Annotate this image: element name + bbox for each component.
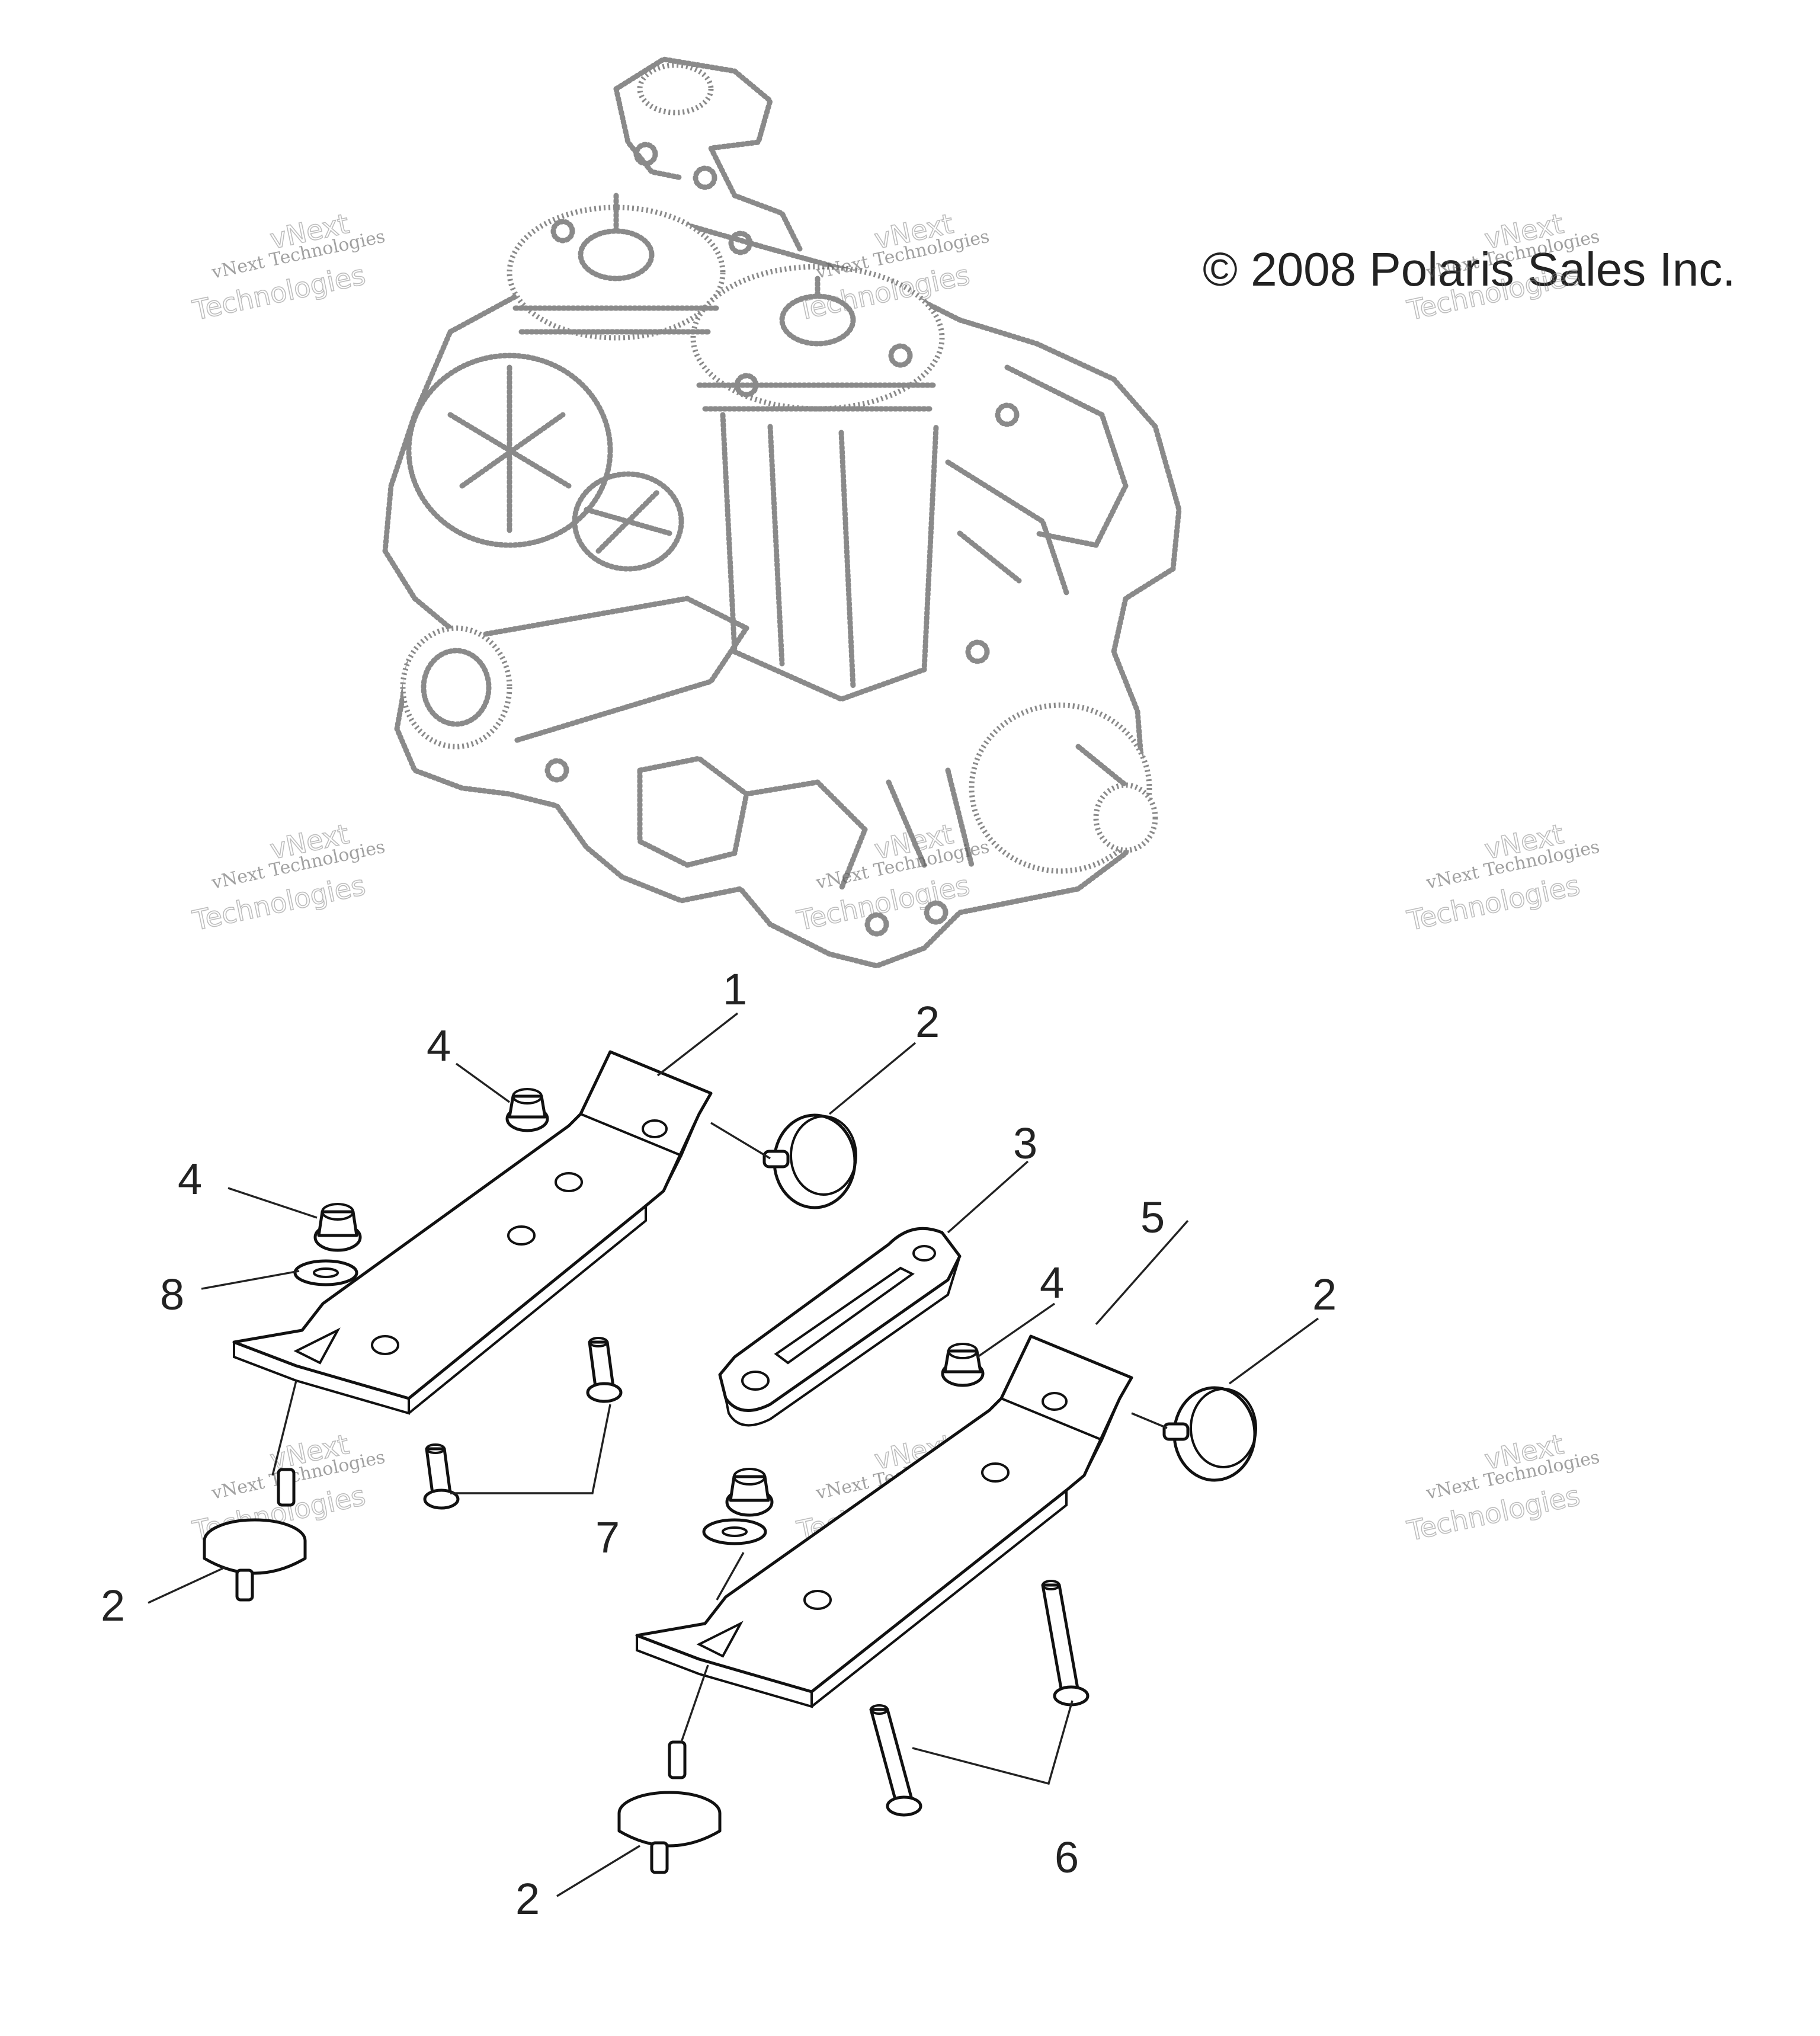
callout-2: 2: [915, 997, 940, 1046]
leader-lines: [148, 1012, 1319, 1897]
watermark: vNext vNext Technologies Technologies: [189, 817, 387, 937]
torque-link: [718, 1227, 962, 1427]
rubber-mount: [203, 1468, 307, 1602]
flange-nut: [505, 1088, 549, 1132]
callout-4: 4: [1040, 1258, 1064, 1307]
flange-nut: [725, 1468, 774, 1517]
callout-8: 8: [160, 1270, 184, 1319]
rubber-mount: [617, 1740, 722, 1874]
callout-4: 4: [427, 1021, 451, 1070]
flange-nut: [941, 1343, 985, 1387]
copyright-text: © 2008 Polaris Sales Inc.: [1203, 243, 1735, 296]
callout-5: 5: [1140, 1193, 1165, 1242]
bolt-short: [423, 1443, 460, 1510]
watermark: vNext vNext Technologies Technologies: [189, 207, 387, 327]
callout-6: 6: [1055, 1833, 1079, 1882]
bolt-long: [869, 1704, 922, 1817]
callout-1: 1: [723, 965, 747, 1014]
washer: [702, 1518, 767, 1545]
watermark: vNext vNext Technologies Technologies: [1404, 817, 1601, 937]
watermark: vNext vNext Technologies Technologies: [1404, 207, 1601, 327]
bolt-long: [1041, 1580, 1090, 1707]
callout-4: 4: [178, 1154, 202, 1203]
callout-2: 2: [101, 1581, 125, 1630]
callout-7: 7: [595, 1513, 620, 1562]
engine-mount-bracket-left: [232, 1050, 713, 1415]
callout-2: 2: [515, 1874, 540, 1923]
bolt-short: [586, 1337, 623, 1403]
callout-labels: 1 2 2 2 2 3 4 4 4 5 6 7 8: [101, 965, 1337, 1923]
engine-mount-bracket-right: [635, 1334, 1133, 1708]
rubber-mount: [1162, 1386, 1257, 1482]
rubber-mount: [762, 1113, 857, 1209]
watermark: vNext vNext Technologies Technologies: [1404, 1427, 1601, 1548]
callout-3: 3: [1013, 1119, 1037, 1168]
washer: [293, 1259, 358, 1286]
callout-2: 2: [1312, 1270, 1337, 1319]
flange-nut: [313, 1203, 362, 1252]
engine-assembly: [382, 56, 1182, 969]
